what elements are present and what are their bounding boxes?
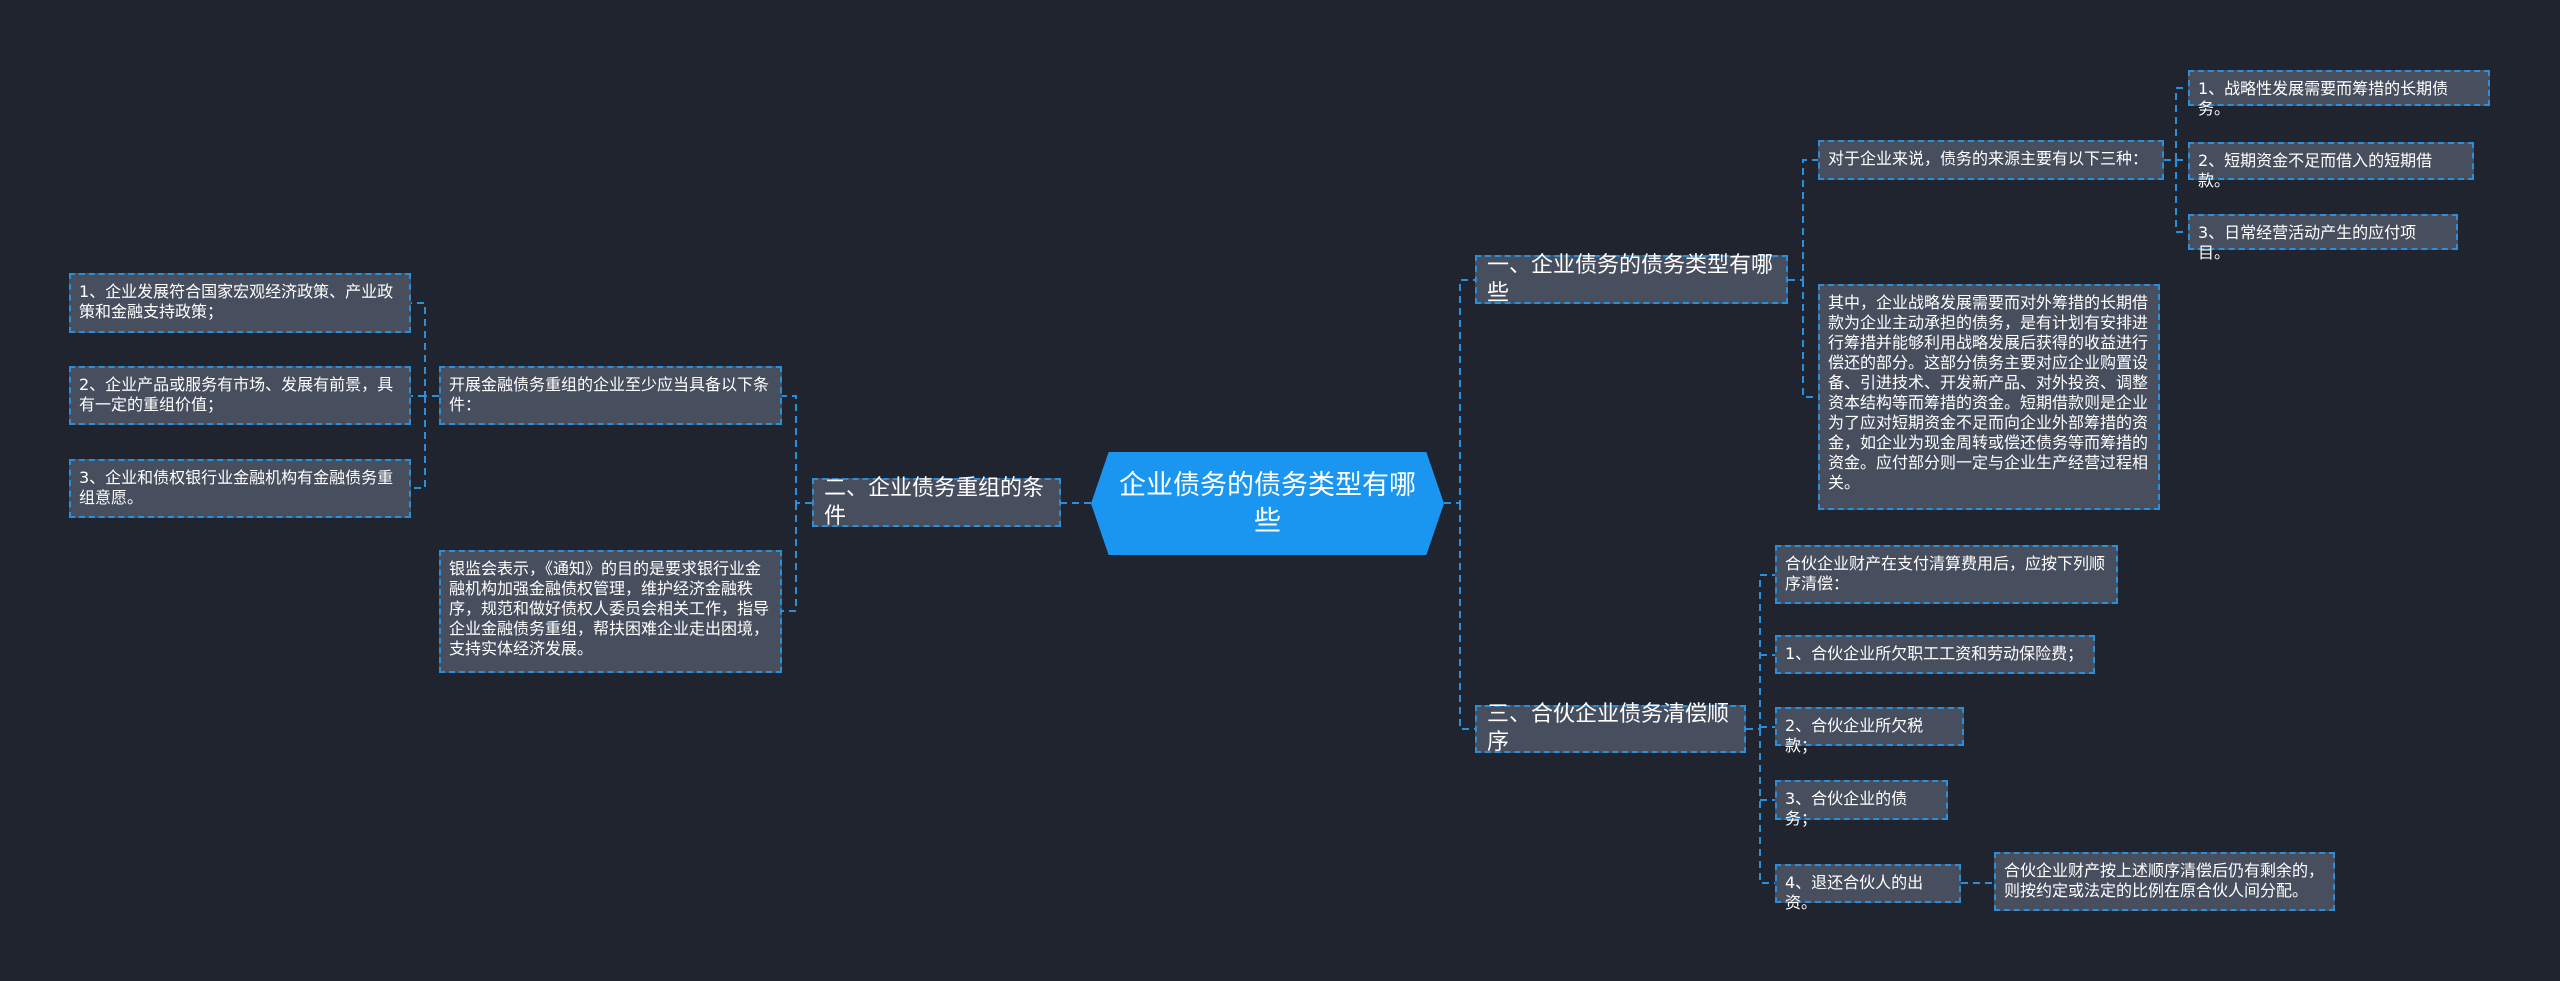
node-text: 3、企业和债权银行业金融机构有金融债务重组意愿。 xyxy=(79,468,394,507)
node-text: 银监会表示，《通知》的目的是要求银行业金融机构加强金融债权管理，维护经济金融秩序… xyxy=(449,559,770,658)
node-text: 1、合伙企业所欠职工工资和劳动保险费； xyxy=(1785,644,2084,663)
node-text: 对于企业来说，债务的来源主要有以下三种： xyxy=(1828,149,2149,168)
branch-repayment-order[interactable]: 三、合伙企业债务清偿顺序 xyxy=(1475,702,1746,755)
leaf-condition-1[interactable]: 1、企业发展符合国家宏观经济政策、产业政策和金融支持政策； xyxy=(69,273,411,333)
node-text: 2、合伙企业所欠税款； xyxy=(1785,716,1924,755)
node-text: 1、企业发展符合国家宏观经济政策、产业政策和金融支持政策； xyxy=(79,282,394,321)
leaf-return-capital[interactable]: 4、退还合伙人的出资。 xyxy=(1775,864,1961,912)
node-text: 4、退还合伙人的出资。 xyxy=(1785,873,1924,912)
node-debt-sources[interactable]: 对于企业来说，债务的来源主要有以下三种： xyxy=(1818,140,2164,180)
node-text: 3、日常经营活动产生的应付项目。 xyxy=(2198,223,2417,262)
node-repayment-intro[interactable]: 合伙企业财产在支付清算费用后，应按下列顺序清偿： xyxy=(1775,545,2118,604)
node-text: 合伙企业财产按上述顺序清偿后仍有剩余的，则按约定或法定的比例在原合伙人间分配。 xyxy=(2004,861,2325,900)
branch-debt-types[interactable]: 一、企业债务的债务类型有哪些 xyxy=(1475,253,1788,306)
root-title: 企业债务的债务类型有哪些 xyxy=(1119,469,1416,537)
leaf-debts[interactable]: 3、合伙企业的债务； xyxy=(1775,780,1948,828)
node-debt-explanation[interactable]: 其中，企业战略发展需要而对外筹措的长期借款为企业主动承担的债务，是有计划有安排进… xyxy=(1818,284,2160,510)
leaf-wages[interactable]: 1、合伙企业所欠职工工资和劳动保险费； xyxy=(1775,635,2095,674)
leaf-remaining-distribution[interactable]: 合伙企业财产按上述顺序清偿后仍有剩余的，则按约定或法定的比例在原合伙人间分配。 xyxy=(1994,852,2335,911)
node-text: 其中，企业战略发展需要而对外筹措的长期借款为企业主动承担的债务，是有计划有安排进… xyxy=(1828,293,2149,492)
node-text: 3、合伙企业的债务； xyxy=(1785,789,1908,828)
node-conditions-intro[interactable]: 开展金融债务重组的企业至少应当具备以下条件： xyxy=(439,366,782,425)
node-text: 1、战略性发展需要而筹措的长期债务。 xyxy=(2198,79,2449,118)
leaf-condition-2[interactable]: 2、企业产品或服务有市场、发展有前景，具有一定的重组价值； xyxy=(69,366,411,425)
branch-restructuring-conditions[interactable]: 二、企业债务重组的条件 xyxy=(812,476,1061,529)
leaf-taxes[interactable]: 2、合伙企业所欠税款； xyxy=(1775,707,1964,755)
branch-label: 二、企业债务重组的条件 xyxy=(824,475,1045,529)
root-topic[interactable]: 企业债务的债务类型有哪些 xyxy=(1091,452,1444,555)
node-text: 开展金融债务重组的企业至少应当具备以下条件： xyxy=(449,375,770,414)
leaf-condition-3[interactable]: 3、企业和债权银行业金融机构有金融债务重组意愿。 xyxy=(69,459,411,518)
leaf-long-term-debt[interactable]: 1、战略性发展需要而筹措的长期债务。 xyxy=(2188,70,2490,118)
branch-label: 一、企业债务的债务类型有哪些 xyxy=(1487,252,1774,306)
node-cbrc-statement[interactable]: 银监会表示，《通知》的目的是要求银行业金融机构加强金融债权管理，维护经济金融秩序… xyxy=(439,550,782,673)
leaf-payables[interactable]: 3、日常经营活动产生的应付项目。 xyxy=(2188,214,2458,262)
node-text: 2、企业产品或服务有市场、发展有前景，具有一定的重组价值； xyxy=(79,375,394,414)
branch-label: 三、合伙企业债务清偿顺序 xyxy=(1487,702,1730,755)
node-text: 合伙企业财产在支付清算费用后，应按下列顺序清偿： xyxy=(1785,554,2106,593)
node-text: 2、短期资金不足而借入的短期借款。 xyxy=(2198,151,2433,190)
leaf-short-term-loan[interactable]: 2、短期资金不足而借入的短期借款。 xyxy=(2188,142,2474,190)
